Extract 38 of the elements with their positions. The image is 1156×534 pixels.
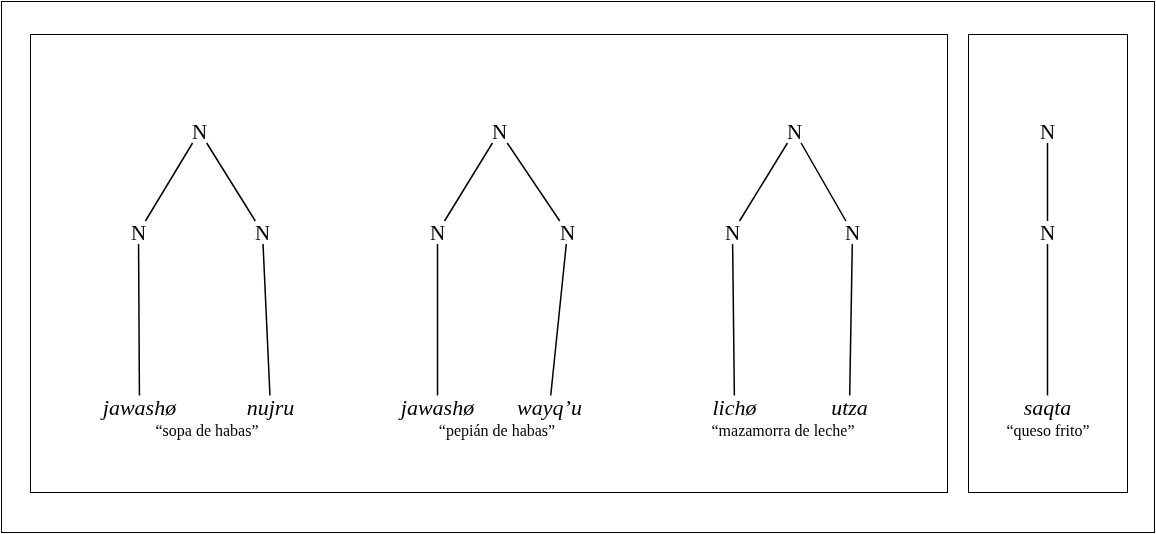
gloss-text: “sopa de habas” <box>155 422 259 440</box>
category-label: N <box>189 120 210 143</box>
category-label: N <box>427 221 448 244</box>
gloss-text: “queso frito” <box>1006 422 1090 440</box>
category-label: N <box>1037 120 1058 143</box>
category-label: N <box>128 221 149 244</box>
category-label: N <box>784 120 805 143</box>
category-label: N <box>252 221 273 244</box>
tree-branch <box>262 243 271 397</box>
tree-branch <box>1046 243 1049 397</box>
tree-panel <box>968 34 1128 493</box>
morpheme-word: saqta <box>1021 395 1074 420</box>
tree-branch <box>205 142 257 222</box>
morpheme-word: nujru <box>244 395 297 420</box>
tree-branch <box>137 243 141 397</box>
tree-branch <box>848 243 854 397</box>
gloss-text: “mazamorra de leche” <box>711 422 855 440</box>
category-label: N <box>842 221 863 244</box>
morpheme-word: utza <box>829 395 870 420</box>
tree-branch <box>738 142 789 222</box>
tree-branch <box>800 142 847 222</box>
gloss-text: “pepián de habas” <box>438 422 556 440</box>
morpheme-word: lichø <box>710 395 759 420</box>
category-label: N <box>722 221 743 244</box>
category-label: N <box>1037 221 1058 244</box>
tree-branch <box>144 142 194 222</box>
morpheme-word: wayq’u <box>515 395 584 420</box>
morpheme-word: jawashø <box>398 395 477 420</box>
tree-panel <box>30 34 948 493</box>
category-label: N <box>557 221 578 244</box>
category-label: N <box>489 120 510 143</box>
tree-branch <box>1046 142 1049 222</box>
tree-branch <box>436 243 439 397</box>
tree-branch <box>550 243 568 397</box>
tree-branch <box>443 142 494 222</box>
morpheme-word: jawashø <box>100 395 179 420</box>
tree-branch <box>731 243 736 397</box>
tree-branch <box>506 142 561 222</box>
